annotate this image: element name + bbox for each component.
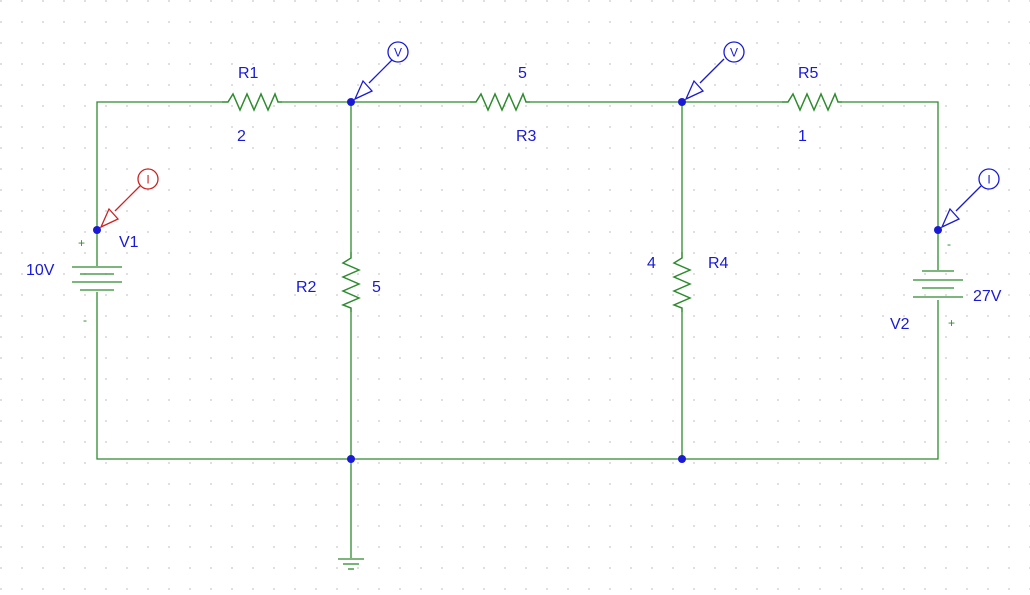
r5-value: 1 bbox=[798, 128, 807, 145]
wire-v1-top[interactable] bbox=[96, 101, 222, 230]
node-dot[interactable] bbox=[934, 226, 942, 234]
probe-label: V bbox=[394, 46, 402, 60]
r1-name: R1 bbox=[238, 65, 259, 82]
voltage-probe-icon[interactable]: V bbox=[353, 41, 409, 101]
r2-value: 5 bbox=[372, 279, 381, 296]
voltage-probe-icon[interactable]: V bbox=[684, 41, 745, 101]
r2-name: R2 bbox=[296, 279, 317, 296]
battery-v1[interactable] bbox=[72, 266, 122, 291]
v2-value: 27V bbox=[973, 288, 1002, 305]
battery-v2[interactable] bbox=[913, 270, 963, 298]
resistor-r3[interactable] bbox=[470, 92, 530, 112]
wires bbox=[96, 101, 939, 558]
v1-plus-sign: + bbox=[78, 236, 85, 250]
v1-value: 10V bbox=[26, 262, 55, 279]
r3-name: R3 bbox=[516, 128, 537, 145]
node-dot[interactable] bbox=[347, 98, 355, 106]
v1-minus-sign: - bbox=[83, 313, 87, 327]
current-probe-icon[interactable]: I bbox=[99, 168, 159, 229]
r4-name: R4 bbox=[708, 255, 729, 272]
node-dot[interactable] bbox=[347, 455, 355, 463]
resistor-r4[interactable] bbox=[672, 252, 692, 312]
v2-name: V2 bbox=[890, 316, 910, 333]
r1-value: 2 bbox=[237, 128, 246, 145]
v1-name: V1 bbox=[119, 234, 139, 251]
ground-icon[interactable] bbox=[338, 558, 364, 570]
probe-label: V bbox=[730, 46, 738, 60]
probe-label: I bbox=[987, 173, 990, 187]
wire-bottom-right[interactable] bbox=[682, 300, 939, 460]
r3-value: 5 bbox=[518, 65, 527, 82]
wire-v1-neg[interactable] bbox=[96, 292, 351, 460]
resistor-r5[interactable] bbox=[782, 92, 842, 112]
current-probe-icon[interactable]: I bbox=[940, 168, 1000, 229]
r4-value: 4 bbox=[647, 255, 656, 272]
probe-label: I bbox=[146, 173, 149, 187]
node-dot[interactable] bbox=[678, 455, 686, 463]
node-dot[interactable] bbox=[93, 226, 101, 234]
wire-r5-v2[interactable] bbox=[842, 101, 939, 230]
resistor-r2[interactable] bbox=[341, 252, 361, 312]
r5-name: R5 bbox=[798, 65, 819, 82]
v2-minus-sign: - bbox=[947, 237, 951, 251]
node-dot[interactable] bbox=[678, 98, 686, 106]
v2-plus-sign: + bbox=[948, 316, 955, 330]
resistor-r1[interactable] bbox=[222, 92, 282, 112]
